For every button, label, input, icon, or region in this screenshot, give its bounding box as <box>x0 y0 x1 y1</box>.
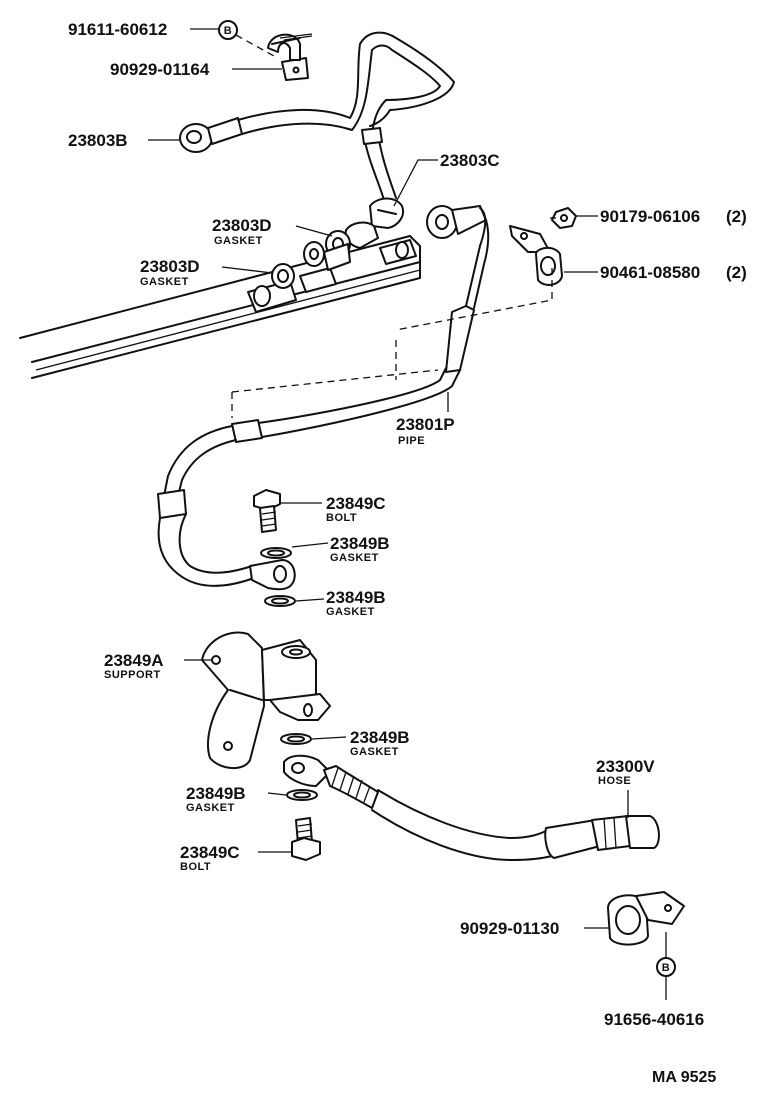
label-90179-06106-qty: (2) <box>726 207 747 226</box>
svg-text:B: B <box>662 962 670 974</box>
leader-lines <box>148 28 667 1000</box>
pipe-23801P <box>157 205 490 591</box>
label-90461-08580: 90461-08580 <box>600 263 700 282</box>
gasket-23803D-lower <box>271 263 295 289</box>
gasket-23849B-3 <box>280 733 312 745</box>
label-23300V: 23300V <box>596 757 655 776</box>
label-23849B-3: 23849B <box>350 728 410 747</box>
pipe-23803B <box>179 31 455 201</box>
clamp-90929-01130 <box>607 891 685 946</box>
diagram-code: MA 9525 <box>652 1069 716 1086</box>
label-90929-01130: 90929-01130 <box>460 919 559 938</box>
label-23801P: 23801P <box>396 415 455 434</box>
label-23849B-2-sub: GASKET <box>326 606 375 618</box>
fuel-rail <box>19 235 421 379</box>
label-23849C-upper-sub: BOLT <box>326 512 357 524</box>
nut-90179-06106 <box>551 207 577 229</box>
gasket-23849B-4 <box>286 789 318 801</box>
label-23849B-4-sub: GASKET <box>186 802 235 814</box>
gasket-23849B-2 <box>264 595 296 607</box>
label-23849B-1-sub: GASKET <box>330 552 379 564</box>
label-23849B-3-sub: GASKET <box>350 746 399 758</box>
label-23849B-4: 23849B <box>186 784 246 803</box>
label-23849B-1: 23849B <box>330 534 390 553</box>
label-23803D-lower: 23803D <box>140 257 200 276</box>
label-23803D-upper: 23803D <box>212 216 272 235</box>
label-91656-40616: 91656-40616 <box>604 1010 704 1029</box>
label-90461-08580-qty: (2) <box>726 263 747 282</box>
label-23849A: 23849A <box>104 651 164 670</box>
label-23849A-sub: SUPPORT <box>104 669 161 681</box>
label-23849C-lower: 23849C <box>180 843 240 862</box>
label-23849B-2: 23849B <box>326 588 386 607</box>
label-23849C-upper: 23849C <box>326 494 386 513</box>
bolt-91611-60612 <box>279 33 313 39</box>
bolt-23849C-upper <box>253 489 281 533</box>
circled-b-mark-bottom: B <box>656 957 676 977</box>
support-23849A <box>201 631 331 769</box>
label-23803D-lower-sub: GASKET <box>140 276 189 288</box>
part-labels: 91611-60612 90929-01164 23803B 23803C 23… <box>68 20 747 1086</box>
gasket-23803D-upper <box>303 241 325 267</box>
label-91611-60612: 91611-60612 <box>68 20 167 39</box>
label-90929-01164: 90929-01164 <box>110 60 210 79</box>
clamp-90929-01164 <box>267 33 313 81</box>
bolt-23849C-lower <box>291 817 321 861</box>
clamp-90461-08580 <box>509 225 563 286</box>
hose-23300V <box>283 754 660 861</box>
label-23803B: 23803B <box>68 131 128 150</box>
label-23849C-lower-sub: BOLT <box>180 861 211 873</box>
gasket-23849B-1 <box>260 547 292 559</box>
union-23803C <box>323 197 404 271</box>
circled-b-mark-top: B <box>218 20 238 40</box>
svg-text:B: B <box>224 25 232 37</box>
label-23803C: 23803C <box>440 151 500 170</box>
label-90179-06106: 90179-06106 <box>600 207 700 226</box>
label-23803D-upper-sub: GASKET <box>214 235 263 247</box>
label-23300V-sub: HOSE <box>598 775 631 787</box>
label-23801P-sub: PIPE <box>398 435 425 447</box>
